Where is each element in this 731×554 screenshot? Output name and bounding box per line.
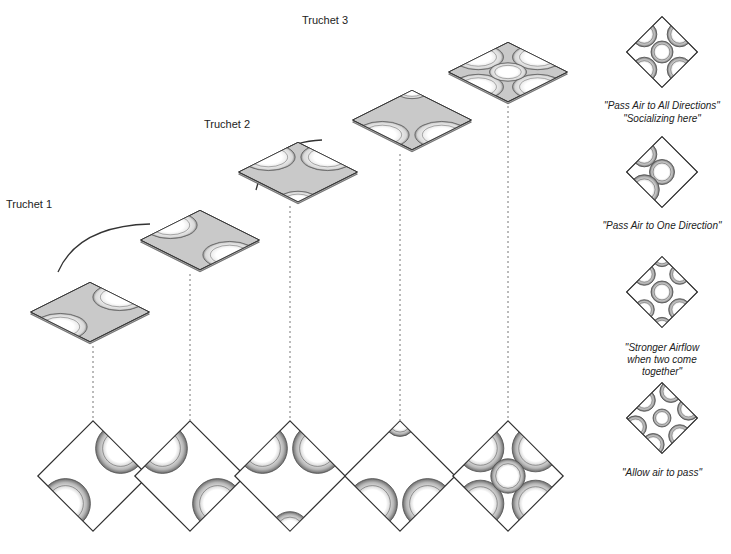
caption-note: "Socializing here" bbox=[597, 113, 727, 125]
projection-line bbox=[290, 206, 291, 420]
group-title: Truchet 3 bbox=[302, 14, 348, 26]
plan-tile bbox=[609, 0, 715, 105]
iso-tile bbox=[322, 78, 503, 168]
projection-line bbox=[400, 154, 401, 420]
projection-line bbox=[508, 106, 509, 420]
iso-tile bbox=[413, 24, 603, 119]
plan-tile bbox=[612, 242, 712, 342]
iso-tile bbox=[12, 273, 171, 352]
group-title: Truchet 2 bbox=[204, 118, 250, 130]
plan-tile bbox=[607, 128, 697, 218]
caption-note: "Pass Air to One Direction" bbox=[597, 220, 727, 232]
projection-line bbox=[190, 274, 191, 420]
projection-line bbox=[93, 346, 94, 420]
iso-tile bbox=[205, 123, 392, 216]
plan-tile bbox=[420, 388, 596, 554]
caption-note: "Allow air to pass" bbox=[597, 467, 727, 479]
caption-note: "Stronger Airflow when two come together… bbox=[612, 342, 712, 378]
iso-tile bbox=[119, 201, 278, 280]
caption-note: "Pass Air to All Directions" bbox=[597, 100, 727, 112]
group-title: Truchet 1 bbox=[6, 198, 52, 210]
plan-tile bbox=[611, 367, 713, 469]
bracket-curve bbox=[58, 224, 150, 272]
